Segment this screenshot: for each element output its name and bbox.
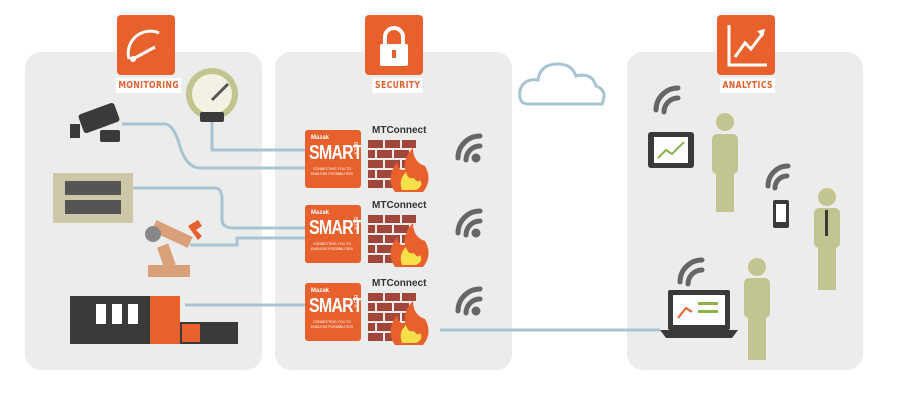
monitoring-label: MONITORING (115, 78, 182, 93)
phone-icon (773, 200, 789, 228)
lock-icon (365, 15, 423, 75)
wifi-icon (455, 208, 483, 238)
mtconnect-logo: MTConnect (372, 125, 427, 136)
connection-lines (122, 120, 660, 332)
chart-icon (717, 15, 775, 75)
monitoring-header-icon (117, 15, 175, 75)
smartbox-suffix: BOX (352, 142, 358, 156)
smartbox-suffix: BOX (352, 217, 358, 231)
machine-icon (53, 173, 133, 223)
camera-icon (70, 102, 120, 142)
smartbox-suffix: BOX (352, 295, 358, 309)
cloud-icon (518, 62, 606, 106)
mtconnect-logo: MTConnect (372, 278, 427, 289)
tablet-icon (648, 132, 694, 168)
smartbox-brand: Mazak (311, 135, 330, 141)
wifi-icon (653, 85, 791, 287)
wifi-icon (455, 133, 483, 163)
firewall-icon (368, 293, 429, 345)
robot-arm-icon (145, 220, 202, 277)
smartbox-tagline: CONNECTING YOU TO ENDLESS POSSIBILITIES (310, 167, 353, 176)
gauge-icon (186, 68, 238, 122)
smartbox-tagline: CONNECTING YOU TO ENDLESS POSSIBILITIES (310, 320, 353, 329)
security-label: SECURITY (372, 78, 424, 93)
smartbox-name: SMART (309, 295, 363, 317)
mtconnect-logo: MTConnect (372, 200, 427, 211)
firewall-icon (368, 215, 429, 267)
smartbox-brand: Mazak (311, 210, 330, 216)
cnc-machine-icon (70, 296, 238, 344)
smartbox: Mazak SMART BOX CONNECTING YOU TO ENDLES… (305, 283, 363, 341)
person-icon (712, 113, 840, 360)
smartbox-name: SMART (309, 217, 363, 239)
smartbox-brand: Mazak (311, 288, 330, 294)
smartbox-tagline: CONNECTING YOU TO ENDLESS POSSIBILITIES (310, 242, 353, 251)
smartbox-name: SMART (309, 142, 363, 164)
firewall-icon (368, 140, 429, 192)
analytics-label: ANALYTICS (719, 78, 776, 93)
laptop-icon (660, 290, 738, 338)
wifi-icon (455, 286, 483, 316)
smartbox: Mazak SMART BOX CONNECTING YOU TO ENDLES… (305, 205, 363, 263)
smartbox: Mazak SMART BOX CONNECTING YOU TO ENDLES… (305, 130, 363, 188)
